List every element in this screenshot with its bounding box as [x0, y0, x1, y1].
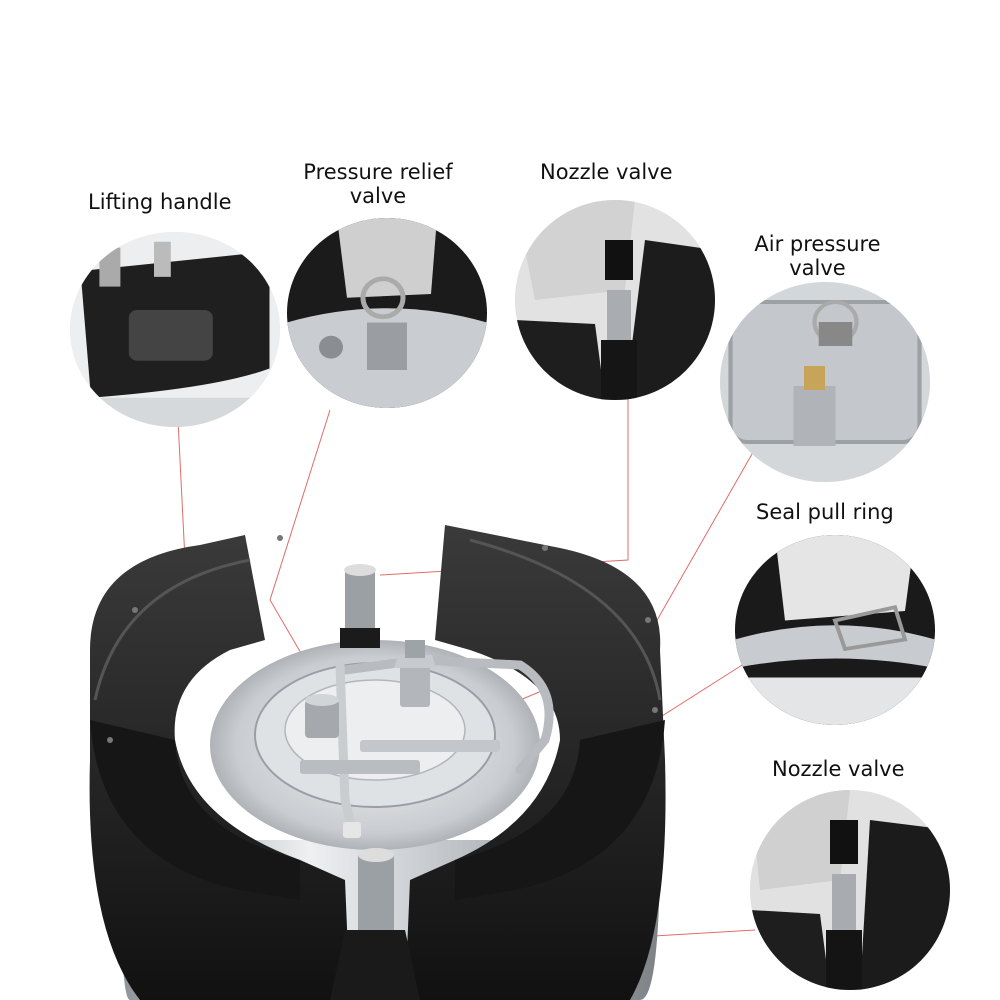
label-seal-pull-ring: Seal pull ring — [756, 500, 894, 524]
label-pressure-relief-line2: valve — [349, 184, 407, 208]
label-pressure-relief-valve: Pressure relief valve — [298, 160, 458, 208]
pressure-relief-valve-detail — [287, 218, 487, 408]
label-seal-pull-ring-text: Seal pull ring — [756, 500, 894, 524]
label-nozzle-valve-top-text: Nozzle valve — [540, 160, 673, 184]
label-lifting-handle: Lifting handle — [88, 190, 232, 214]
label-pressure-relief-line1: Pressure relief — [303, 160, 453, 184]
label-air-pressure-line2: valve — [789, 256, 846, 280]
air-pressure-valve-detail — [720, 282, 930, 482]
label-lifting-handle-text: Lifting handle — [88, 190, 232, 214]
label-air-pressure-valve: Air pressure valve — [750, 232, 885, 280]
nozzle-valve-top-detail — [515, 200, 715, 400]
label-air-pressure-line1: Air pressure — [754, 232, 881, 256]
label-nozzle-valve-bottom: Nozzle valve — [772, 757, 905, 781]
lifting-handle-detail — [70, 232, 280, 427]
seal-pull-ring-detail — [735, 535, 935, 725]
label-nozzle-valve-bottom-text: Nozzle valve — [772, 757, 905, 781]
nozzle-valve-bottom-detail — [750, 790, 950, 990]
label-nozzle-valve-top: Nozzle valve — [540, 160, 673, 184]
